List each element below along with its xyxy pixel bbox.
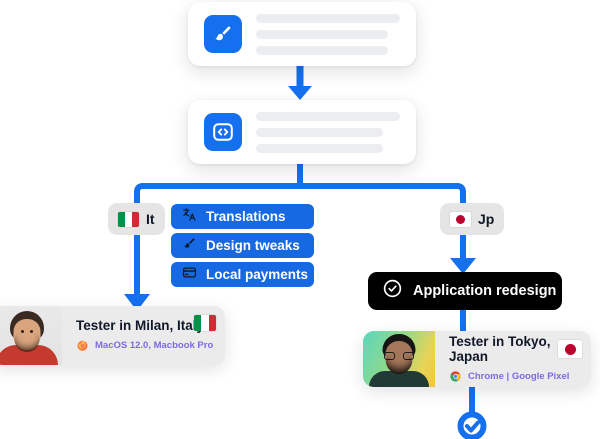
chrome-icon <box>449 370 462 383</box>
placeholder-lines <box>256 13 400 55</box>
check-circle-icon <box>382 278 403 304</box>
italy-flag-icon <box>118 211 139 227</box>
japan-flag-icon <box>450 211 471 227</box>
code-brackets-icon <box>204 113 242 151</box>
tag-design-tweaks[interactable]: Design tweaks <box>171 233 314 258</box>
tester-title: Tester in Milan, Italy <box>76 318 205 334</box>
tag-label: Local payments <box>206 266 309 282</box>
design-card[interactable] <box>188 2 416 66</box>
tag-label: Translations <box>206 208 286 224</box>
firefox-icon <box>76 339 89 352</box>
avatar <box>363 331 435 387</box>
japan-flag-icon <box>558 340 582 358</box>
translate-icon <box>182 207 197 227</box>
tester-card-milan[interactable]: Tester in Milan, Italy MacOS 12.0, Macbo… <box>0 306 225 365</box>
credit-card-icon <box>182 265 197 285</box>
tag-label: Design tweaks <box>206 237 300 253</box>
tester-card-tokyo[interactable]: Tester in Tokyo, Japan Chrome | Google P… <box>363 331 591 387</box>
tag-translations[interactable]: Translations <box>171 204 314 229</box>
placeholder-line <box>256 29 389 39</box>
task-pill-label: Application redesign <box>413 282 557 299</box>
tag-local-payments[interactable]: Local payments <box>171 262 314 287</box>
locale-badge-it[interactable]: It <box>108 203 165 235</box>
placeholder-line <box>256 143 383 153</box>
placeholder-lines <box>256 111 400 153</box>
locale-badge-label: It <box>146 211 155 227</box>
locale-badge-jp[interactable]: Jp <box>440 203 505 235</box>
placeholder-line <box>256 111 400 121</box>
italy-flag-icon <box>194 315 216 331</box>
locale-badge-label: Jp <box>478 211 495 227</box>
code-card[interactable] <box>188 100 416 164</box>
tester-device-meta: Chrome | Google Pixel <box>468 370 570 382</box>
tester-device-meta: MacOS 12.0, Macbook Pro <box>95 339 214 351</box>
placeholder-line <box>256 45 389 55</box>
task-pill-application-redesign[interactable]: Application redesign <box>368 272 562 310</box>
paintbrush-icon <box>204 15 242 53</box>
tester-title: Tester in Tokyo, Japan <box>449 334 551 364</box>
paintbrush-icon <box>182 236 197 256</box>
placeholder-line <box>256 127 383 137</box>
avatar <box>0 306 62 365</box>
placeholder-line <box>256 13 400 23</box>
